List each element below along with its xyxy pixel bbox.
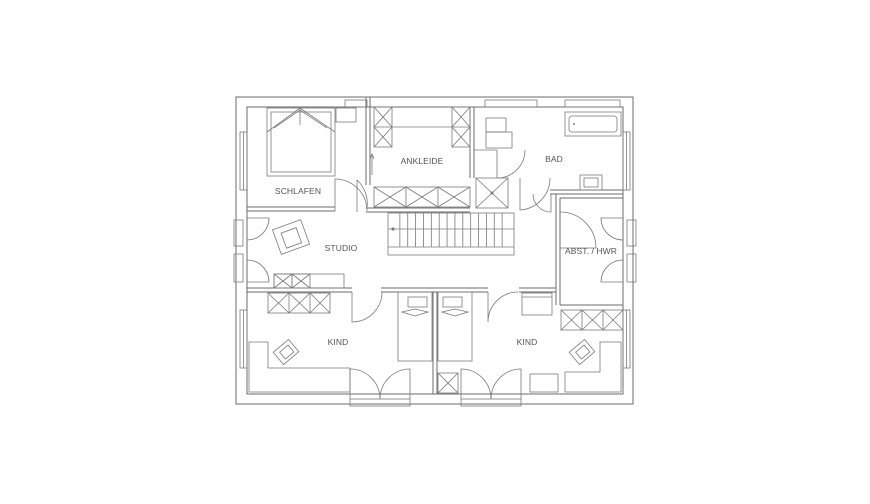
label-kind-right: KIND — [517, 337, 538, 347]
bed-kind-left — [397, 291, 433, 362]
wardrobe-kind-left — [267, 292, 331, 314]
box-kind-right — [529, 373, 559, 393]
sideboard-studio — [273, 273, 345, 289]
wardrobe-kind-right — [560, 309, 624, 331]
bathtub — [564, 111, 622, 137]
label-bad: BAD — [545, 154, 563, 164]
sink — [579, 174, 603, 191]
label-studio: STUDIO — [325, 243, 358, 253]
dresser-kind-right — [521, 292, 553, 316]
outer-walls — [235, 96, 634, 405]
desk-kind-right — [564, 338, 622, 393]
shelf-kind-right — [437, 372, 459, 394]
desk-kind-left — [248, 338, 351, 393]
label-kind-left: KIND — [328, 337, 349, 347]
toilet — [485, 117, 513, 149]
shower — [475, 177, 509, 209]
label-abst-hwr: ABST. / HWR — [565, 246, 617, 256]
room-labels: SCHLAFEN ANKLEIDE BAD STUDIO ABST. / HWR… — [275, 154, 617, 347]
wardrobe-ankleide-top — [373, 106, 471, 148]
label-ankleide: ANKLEIDE — [401, 156, 444, 166]
furniture — [248, 106, 624, 394]
wardrobe-ankleide-bottom — [373, 186, 471, 208]
staircase — [387, 212, 515, 256]
bed-kind-right — [437, 291, 473, 362]
stair-start-marker — [391, 227, 395, 231]
door-swings — [246, 149, 624, 400]
label-schlafen: SCHLAFEN — [275, 186, 321, 196]
windows — [233, 99, 637, 407]
nightstand — [335, 107, 357, 123]
bed-double — [266, 107, 336, 177]
armchair-studio — [271, 219, 311, 255]
